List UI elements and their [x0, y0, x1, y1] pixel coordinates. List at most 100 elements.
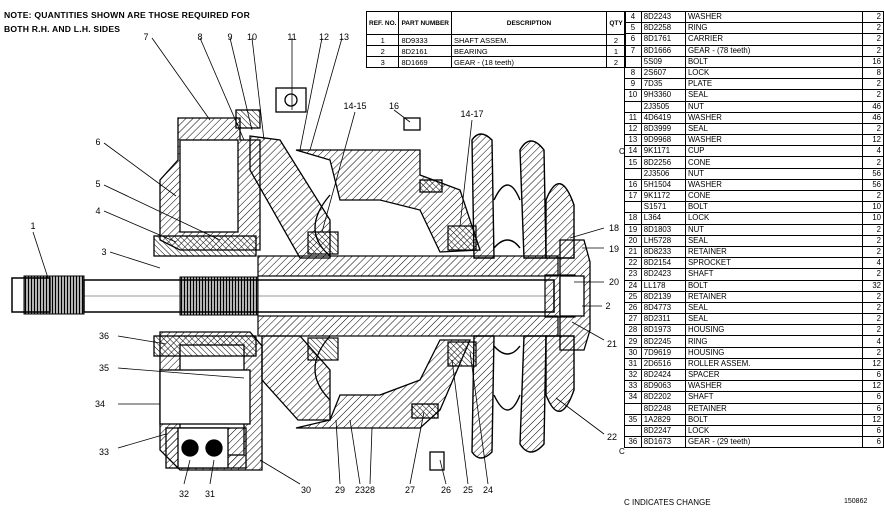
ref-no: 28 — [624, 324, 642, 337]
qty: 56 — [862, 178, 884, 192]
part-number: LH5728 — [640, 234, 686, 247]
callout-4: 4 — [95, 206, 101, 216]
callout-16: 16 — [388, 101, 400, 111]
qty: 12 — [862, 134, 884, 147]
description: SEAL — [684, 122, 864, 136]
note-line-1: NOTE: QUANTITIES SHOWN ARE THOSE REQUIRE… — [4, 10, 250, 20]
ref-no: 36 — [624, 436, 642, 449]
qty: 2 — [862, 122, 884, 136]
part-number: 8D1666 — [640, 44, 686, 57]
callout-25: 25 — [462, 485, 474, 495]
callout-21: 21 — [606, 339, 618, 349]
callout-28: 28 — [364, 485, 376, 495]
end-retainer — [559, 239, 591, 351]
ref-no: 14 — [624, 145, 642, 158]
callout-8: 8 — [197, 32, 203, 42]
description: NUT — [684, 223, 864, 236]
callout-19: 19 — [608, 244, 620, 254]
description: WASHER — [684, 111, 864, 124]
qty: 2 — [862, 234, 884, 247]
ref-no: 13 — [624, 134, 642, 147]
part-number: 8D2247 — [640, 424, 686, 438]
callout-13: 13 — [338, 32, 350, 42]
part-number: 8D2311 — [640, 313, 686, 326]
part-number: 8D2256 — [640, 156, 686, 169]
qty: 8 — [862, 66, 884, 80]
callout-1: 1 — [30, 221, 36, 231]
ref-no: 26 — [624, 301, 642, 315]
description: RING — [684, 22, 864, 35]
qty: 2 — [862, 78, 884, 91]
ref-no — [624, 201, 642, 214]
part-number: 8D2243 — [640, 10, 686, 24]
table-row: 1 8D9333 SHAFT ASSEM. 2 — [365, 34, 626, 46]
qty: 2 — [862, 313, 884, 326]
change-mark: C — [619, 147, 625, 156]
ref-no: 34 — [624, 391, 642, 404]
description: BOLT — [684, 413, 864, 426]
ref-no — [624, 55, 642, 68]
qty: 2 — [862, 290, 884, 303]
ref-no — [624, 402, 642, 415]
qty: 2 — [862, 22, 884, 35]
part-number: 8D3999 — [640, 122, 686, 136]
bearings — [307, 225, 477, 367]
part-number: 8D2424 — [640, 368, 686, 382]
description: SEAL — [684, 89, 864, 102]
qty: 6 — [862, 436, 884, 449]
ref-no: 20 — [624, 234, 642, 247]
table-row: 2 8D2161 BEARING 1 — [365, 45, 626, 57]
ref-no: 24 — [624, 279, 642, 292]
ref-no — [624, 167, 642, 180]
qty: 2 — [862, 156, 884, 169]
header-qty: QTY — [606, 11, 626, 35]
part-number: S1571 — [640, 201, 686, 214]
qty: 12 — [862, 380, 884, 393]
part-number: 8D2258 — [640, 22, 686, 35]
part-number: 8D2161 — [398, 45, 452, 57]
description: SEAL — [684, 234, 864, 247]
part-number: 2S607 — [640, 66, 686, 80]
main-parts-table: REF. NO. PART NUMBER DESCRIPTION QTY 1 8… — [365, 11, 626, 68]
part-number: 9K1172 — [640, 189, 686, 203]
qty: 2 — [862, 324, 884, 337]
description: SPACER — [684, 368, 864, 382]
ref-no: 8 — [624, 66, 642, 80]
description: SEAL — [684, 313, 864, 326]
description: PLATE — [684, 78, 864, 91]
description: GEAR - (18 teeth) — [451, 56, 607, 68]
ref-no: 15 — [624, 156, 642, 169]
callout-36: 36 — [98, 331, 110, 341]
callout-35: 35 — [98, 363, 110, 373]
callout-31: 31 — [204, 489, 216, 499]
qty: 2 — [862, 268, 884, 281]
description: HOUSING — [684, 346, 864, 359]
part-number: 7D9619 — [640, 346, 686, 359]
description: GEAR - (29 teeth) — [684, 436, 864, 449]
callout-30: 30 — [300, 485, 312, 495]
header-part-number: PART NUMBER — [398, 11, 452, 35]
qty: 4 — [862, 257, 884, 270]
ref-no: 29 — [624, 335, 642, 348]
callout-5: 5 — [95, 179, 101, 189]
part-number: 2J3506 — [640, 167, 686, 180]
part-number: 9H3360 — [640, 89, 686, 102]
callout-24: 24 — [482, 485, 494, 495]
